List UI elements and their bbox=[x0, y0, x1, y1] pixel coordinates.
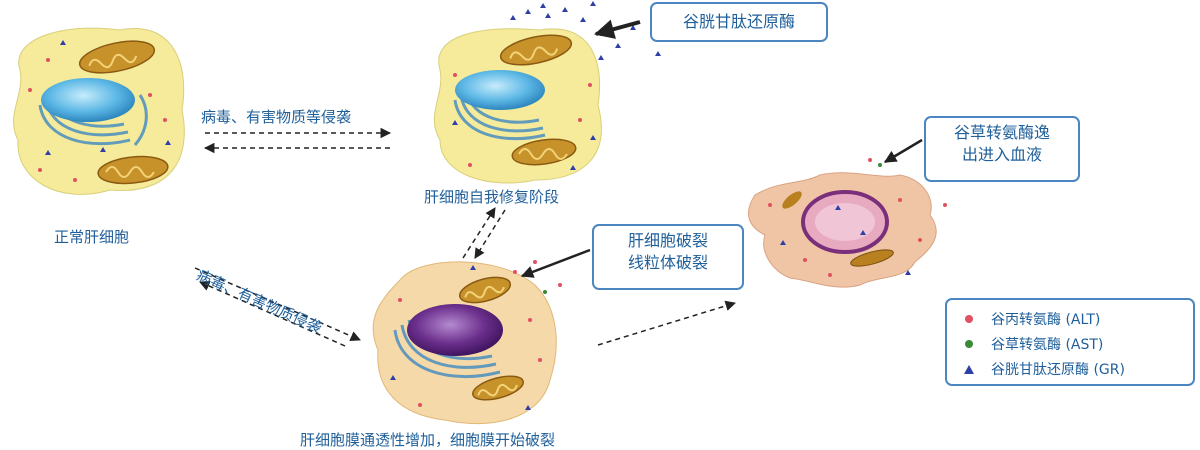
legend-item-ast: 谷草转氨酶 (AST) bbox=[961, 333, 1103, 355]
ruptured-hepatocyte bbox=[747, 158, 947, 288]
callout-ast-line-1: 谷草转氨酶逸 bbox=[953, 123, 1050, 142]
legend-item-gr: 谷胱甘肽还原酶 (GR) bbox=[961, 358, 1125, 380]
legend: 谷丙转氨酶 (ALT) 谷草转氨酶 (AST) 谷胱甘肽还原酶 (GR) bbox=[945, 298, 1195, 386]
nucleus-inner bbox=[815, 203, 875, 241]
legend-item-alt: 谷丙转氨酶 (ALT) bbox=[961, 308, 1100, 330]
enzyme-dots bbox=[28, 40, 171, 182]
callout-ast-line-2: 出进入血液 bbox=[961, 145, 1042, 164]
transition-arrows bbox=[194, 19, 923, 347]
nucleus bbox=[455, 70, 545, 110]
legend-label-gr: 谷胱甘肽还原酶 (GR) bbox=[991, 362, 1125, 378]
arrow-repair-down bbox=[474, 209, 506, 259]
legend-label-alt: 谷丙转氨酶 (ALT) bbox=[991, 312, 1101, 328]
enzyme-dots bbox=[768, 158, 947, 277]
mitochondrion bbox=[78, 40, 156, 74]
arrow-to-rupture bbox=[597, 300, 737, 346]
blue-triangle-icon bbox=[961, 361, 977, 377]
green-dot-icon bbox=[961, 336, 977, 352]
callout-rupture-line-2: 线粒体破裂 bbox=[627, 253, 708, 272]
enzyme-dots bbox=[452, 73, 596, 170]
mitochondrion bbox=[472, 375, 524, 401]
nucleus bbox=[41, 78, 135, 122]
mitochondrion-fragment bbox=[782, 191, 802, 209]
callout-ast: 谷草转氨酶逸 出进入血液 bbox=[924, 116, 1080, 182]
red-dot-icon bbox=[961, 311, 977, 327]
mitochondrion bbox=[850, 249, 894, 267]
arrow-diag-down bbox=[194, 267, 361, 342]
nucleus bbox=[407, 304, 503, 356]
enzyme-dots bbox=[390, 260, 562, 410]
arrow-ast-callout bbox=[883, 138, 923, 164]
arrow-gr-callout bbox=[594, 19, 641, 39]
mitochondrion bbox=[97, 155, 169, 185]
mitochondrion bbox=[499, 34, 573, 66]
mitochondrion bbox=[458, 276, 512, 304]
damaged-hepatocyte bbox=[372, 260, 562, 425]
permeability-label: 肝细胞膜通透性增加，细胞膜开始破裂 bbox=[300, 431, 556, 449]
repair-stage-label: 肝细胞自我修复阶段 bbox=[424, 188, 560, 206]
arrow-rupture-callout bbox=[520, 248, 591, 278]
normal-hepatocyte bbox=[13, 27, 185, 195]
arrow-repair-up bbox=[462, 207, 496, 259]
callout-rupture: 肝细胞破裂 线粒体破裂 bbox=[592, 224, 744, 290]
mitochondrion bbox=[511, 138, 577, 166]
arrow-top-text: 病毒、有害物质等侵袭 bbox=[201, 108, 352, 126]
repair-stage-hepatocyte bbox=[433, 1, 661, 184]
normal-cell-label: 正常肝细胞 bbox=[54, 228, 130, 246]
callout-gr: 谷胱甘肽还原酶 bbox=[650, 2, 828, 42]
legend-label-ast: 谷草转氨酶 (AST) bbox=[991, 337, 1104, 353]
callout-gr-line: 谷胱甘肽还原酶 bbox=[682, 12, 795, 31]
callout-rupture-line-1: 肝细胞破裂 bbox=[627, 231, 708, 250]
